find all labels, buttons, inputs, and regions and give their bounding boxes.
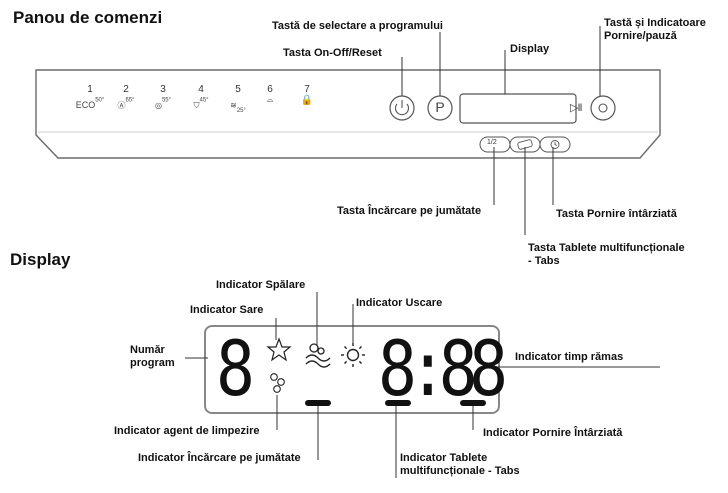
program-3-number: 3 xyxy=(160,84,166,95)
callout-program-number-line1: Număr xyxy=(130,344,165,356)
program-3[interactable]: 3 ◎55° xyxy=(145,84,181,113)
quick-wash-icon: ≋ xyxy=(230,101,237,110)
delay-start-indicator-bar xyxy=(460,400,486,406)
program-number-digit: 8 xyxy=(216,324,255,413)
program-1-number: 1 xyxy=(87,84,93,95)
callout-salt: Indicator Sare xyxy=(190,304,264,316)
salt-indicator-icon xyxy=(266,337,292,362)
wash-indicator-icon xyxy=(305,343,331,368)
control-panel-title: Panou de comenzi xyxy=(13,8,163,27)
program-6-number: 6 xyxy=(267,84,273,95)
auto-icon: Ⓐ xyxy=(117,101,126,110)
callout-start-line2: Pornire/pauză xyxy=(604,30,677,42)
program-4-temp: 45° xyxy=(199,97,209,104)
program-2-number: 2 xyxy=(123,84,129,95)
program-button-symbol: P xyxy=(435,99,445,115)
delay-start-button[interactable] xyxy=(539,136,571,153)
lcd-display-panel xyxy=(459,93,577,124)
callout-time-remaining: Indicator timp rămas xyxy=(515,351,624,363)
program-4[interactable]: 4 ⛉45° xyxy=(183,84,219,113)
glass-icon: ⛉ xyxy=(193,101,200,110)
callout-delay-start-indicator: Indicator Pornire Întârziată xyxy=(483,427,623,439)
callout-tabs-button-line2: - Tabs xyxy=(528,255,560,267)
indicator-bars xyxy=(305,400,486,406)
program-1-temp: 50° xyxy=(95,97,105,104)
eco-icon: ECO xyxy=(75,100,96,110)
callout-dry: Indicator Uscare xyxy=(356,297,443,309)
program-5[interactable]: 5 ≋25° xyxy=(220,84,256,114)
callout-tabs-indicator-line1: Indicator Tablete xyxy=(400,452,488,464)
callout-delay-start-button: Tasta Pornire întârziată xyxy=(556,208,677,220)
callout-display: Display xyxy=(510,43,550,55)
program-1[interactable]: 1 ECO50° xyxy=(75,84,105,113)
control-panel xyxy=(35,69,661,159)
callout-half-load-button: Tasta Încărcare pe jumătate xyxy=(337,205,482,217)
callout-rinse-aid: Indicator agent de limpezire xyxy=(114,425,260,437)
program-5-temp: 25° xyxy=(236,108,246,115)
program-7-number: 7 xyxy=(304,84,310,95)
callout-program-number-line2: program xyxy=(130,357,175,369)
lcd-display-large xyxy=(204,325,500,414)
program-2-temp: 65° xyxy=(125,97,135,104)
program-4-number: 4 xyxy=(198,84,204,95)
program-7[interactable]: 7 🔒 xyxy=(292,84,322,106)
time-remaining-digits: 8:88 xyxy=(378,324,508,413)
callout-wash: Indicator Spălare xyxy=(216,279,306,291)
program-6[interactable]: 6 ⌓ xyxy=(255,84,285,105)
child-lock-icon: 🔒 xyxy=(300,95,314,106)
onoff-button[interactable] xyxy=(389,95,415,121)
callout-tabs-button-line1: Tasta Tablete multifuncționale xyxy=(528,242,685,254)
intensive-icon: ◎ xyxy=(154,101,162,110)
play-pause-icon: ▷II xyxy=(570,102,583,114)
callout-tabs-indicator-line2: multifuncționale - Tabs xyxy=(400,465,520,477)
soak-icon: ⌓ xyxy=(266,95,274,104)
program-5-number: 5 xyxy=(235,84,241,95)
dry-indicator-icon xyxy=(341,343,365,367)
start-pause-button[interactable] xyxy=(590,95,616,121)
display-callout-lines xyxy=(185,292,660,478)
callout-start-line1: Tastă și Indicatoare xyxy=(604,17,706,29)
callout-select-program: Tastă de selectare a programului xyxy=(272,20,443,32)
tabs-indicator-bar xyxy=(385,400,411,406)
panel-callout-lines xyxy=(401,26,601,235)
program-2[interactable]: 2 Ⓐ65° xyxy=(108,84,144,113)
program-icon-row: 1 ECO50° 2 Ⓐ65° 3 ◎55° 4 ⛉45° 5 ≋25° 6 ⌓… xyxy=(70,84,330,116)
callout-half-load-indicator: Indicator Încărcare pe jumătate xyxy=(138,452,301,464)
callout-onoff: Tasta On-Off/Reset xyxy=(283,47,382,59)
rinse-aid-indicator-icon xyxy=(270,373,285,393)
half-load-indicator-bar xyxy=(305,400,331,406)
program-3-temp: 55° xyxy=(161,97,172,104)
display-section-title: Display xyxy=(10,250,71,269)
half-load-button-label: 1/2 xyxy=(487,139,497,146)
